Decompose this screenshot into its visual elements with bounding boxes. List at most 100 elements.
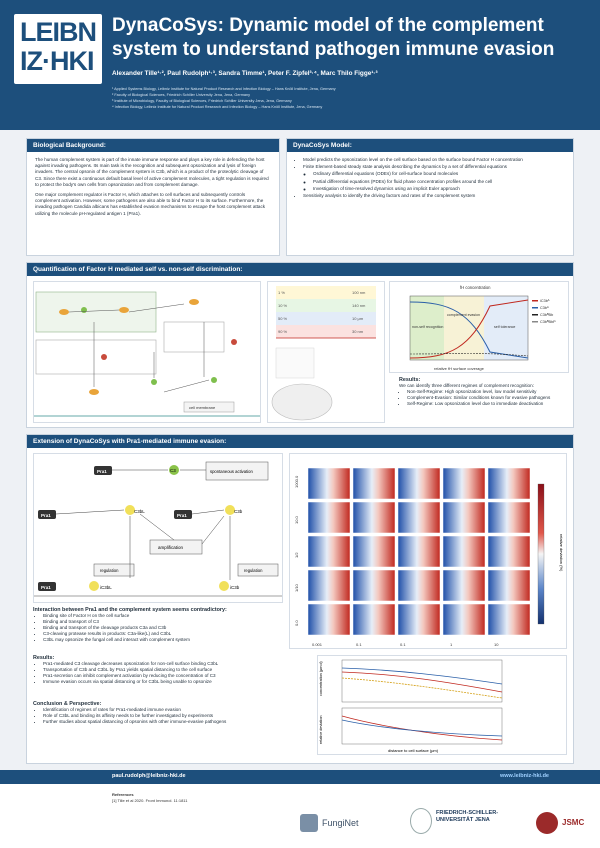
svg-text:10 μm: 10 μm <box>352 316 364 321</box>
svg-text:1/2: 1/2 <box>294 552 299 558</box>
list-item: Model predicts the opsonization level on… <box>303 157 565 163</box>
heatmap-tile <box>352 535 396 568</box>
heatmap-tile <box>397 603 441 636</box>
svg-text:100 nm: 100 nm <box>352 290 366 295</box>
svg-text:1000.0: 1000.0 <box>294 475 299 488</box>
list-item: Transportation of C3b and C3bL by Pra1 y… <box>43 667 283 673</box>
svg-text:Pra1: Pra1 <box>41 513 51 518</box>
svg-text:30 nm: 30 nm <box>352 329 364 334</box>
svg-text:iC3bᴬ: iC3bᴬ <box>540 299 550 303</box>
cell-membrane-label: cell membrane <box>189 405 216 410</box>
heatmap-tile <box>487 501 531 534</box>
interaction-block: Interaction between Pra1 and the complem… <box>33 607 283 643</box>
svg-text:amplification: amplification <box>158 545 184 550</box>
contact-email-link[interactable]: paul.rudolph@leibniz-hki.de <box>112 773 186 779</box>
jsmc-logo: JSMC <box>562 818 585 827</box>
list-item: Further studies about spatial distancing… <box>43 719 283 725</box>
section-heading: DynaCoSys Model: <box>287 139 573 152</box>
colorbar <box>537 483 545 625</box>
heatmap-tile <box>442 467 486 500</box>
pra1-reaction-diagram: Pra1 Pra1 Pra1 Pra1 C3 spontaneous activ… <box>33 453 283 603</box>
svg-text:C3bᴮBb: C3bᴮBb <box>540 313 553 317</box>
heatmap-tile <box>352 501 396 534</box>
quant-results: Results: We can identify three different… <box>399 377 569 407</box>
heatmap-tile <box>307 603 351 636</box>
list-item: Identification of regimes of rates for P… <box>43 707 283 713</box>
svg-text:C3bᴮBbP: C3bᴮBbP <box>540 320 556 324</box>
list-item: Finite Element-based steady state analys… <box>303 164 565 170</box>
references: References [1] Tille et al 2020. Front I… <box>112 792 188 803</box>
heatmap-tile <box>352 569 396 602</box>
heatmap-cells <box>307 467 531 636</box>
svg-text:90 %: 90 % <box>278 329 288 334</box>
list-item: Complement-Evasion: Similar conditions k… <box>407 395 569 401</box>
list-item: Binding and transport of C3 <box>43 619 283 625</box>
svg-text:regulation: regulation <box>100 568 119 573</box>
sponsor-logos: FungiNet FRIEDRICH-SCHILLER-UNIVERSITÄT … <box>300 800 595 844</box>
fsu-seal-icon <box>410 808 432 834</box>
svg-text:self tolerance: self tolerance <box>494 325 515 329</box>
svg-text:1: 1 <box>450 642 453 647</box>
heatmap-tile <box>307 535 351 568</box>
heatmap-tile <box>352 603 396 636</box>
svg-text:140 nm: 140 nm <box>352 303 366 308</box>
poster-header: LEIBN IZ·HKI DynaCoSys: Dynamic model of… <box>0 0 600 130</box>
svg-text:10: 10 <box>494 642 499 647</box>
list-item: Sensitivity analysis to identify the dri… <box>303 193 565 199</box>
heatmap-tile <box>487 535 531 568</box>
footer-bar <box>0 770 600 784</box>
heatmap-tile <box>397 535 441 568</box>
list-item: C3-cleaving protease results in products… <box>43 631 283 637</box>
poster-body: Biological Background: The human complem… <box>0 130 600 770</box>
svg-text:0.1: 0.1 <box>400 642 406 647</box>
svg-text:relative fH surface coverage: relative fH surface coverage <box>434 366 485 371</box>
svg-text:regulation: regulation <box>244 568 263 573</box>
heatmap-tile <box>397 467 441 500</box>
quantification-section: Quantification of Factor H mediated self… <box>26 262 574 428</box>
authors: Alexander Tille¹·², Paul Rudolph¹·³, San… <box>112 70 378 77</box>
heatmap-tile <box>442 535 486 568</box>
fsu-logo: FRIEDRICH-SCHILLER-UNIVERSITÄT JENA <box>436 810 499 823</box>
list-item: Partial differential equations (PDEs) fo… <box>313 179 565 185</box>
heatmap-tile <box>442 569 486 602</box>
list-item: Self-Regime: Low opsonization level due … <box>407 401 569 407</box>
svg-text:Pra1: Pra1 <box>97 469 107 474</box>
list-item: Pra1-mediated C3 cleavage decreases opso… <box>43 661 283 667</box>
bio-background-section: Biological Background: The human complem… <box>26 138 280 256</box>
svg-text:spontaneous activation: spontaneous activation <box>210 469 254 474</box>
cell-sketch <box>271 383 333 421</box>
svg-text:C3: C3 <box>170 468 176 473</box>
svg-text:relative deviation (%): relative deviation (%) <box>559 534 564 572</box>
list-item: Binding and transport of the cleavage pr… <box>43 625 283 631</box>
heatmap-grid: 1000.0 10.0 1/2 1/10 0.0 0.001 0.1 0.1 1… <box>289 453 567 649</box>
list-item: C3bL may opsonize the fungal cell and in… <box>43 637 283 643</box>
heatmap-tile <box>442 501 486 534</box>
fluid-concentration-gradient: 1 % 10 % 50 % 90 % 100 nm 140 nm 10 μm 3… <box>267 281 385 423</box>
bio-paragraph-2: One major complement regulator is Factor… <box>35 192 266 216</box>
list-item: Ordinary differential equations (ODEs) f… <box>313 171 565 177</box>
heatmap-tile <box>397 569 441 602</box>
funginet-logo-icon <box>300 814 318 832</box>
svg-text:50 %: 50 % <box>278 316 288 321</box>
jsmc-logo-icon <box>536 812 558 834</box>
poster-title: DynaCoSys: Dynamic model of the compleme… <box>112 15 555 60</box>
svg-text:iC3bL: iC3bL <box>100 585 112 590</box>
svg-text:1 %: 1 % <box>278 290 285 295</box>
svg-text:fH concentration: fH concentration <box>460 285 491 290</box>
svg-text:Pra1: Pra1 <box>177 513 187 518</box>
funginet-logo: FungiNet <box>322 818 359 828</box>
svg-text:non-self recognition: non-self recognition <box>412 325 443 329</box>
concentration-profile-charts: concentration (μmol) relative deviation … <box>317 655 567 755</box>
section-heading: Extension of DynaCoSys with Pra1-mediate… <box>27 435 573 448</box>
heatmap-tile <box>442 603 486 636</box>
section-heading: Biological Background: <box>27 139 279 152</box>
regime-chart: fH concentration non-self recognition co… <box>389 281 569 373</box>
leibniz-hki-logo: LEIBN IZ·HKI <box>14 14 102 84</box>
heatmap-tile <box>307 569 351 602</box>
website-link[interactable]: www.leibniz-hki.de <box>500 773 549 779</box>
list-item: Binding site of Factor H on the cell sur… <box>43 613 283 619</box>
svg-text:iC3b: iC3b <box>230 585 240 590</box>
heatmap-tile <box>352 467 396 500</box>
svg-text:C3bᴬ: C3bᴬ <box>540 306 549 310</box>
svg-text:concentration (μmol): concentration (μmol) <box>319 661 323 696</box>
